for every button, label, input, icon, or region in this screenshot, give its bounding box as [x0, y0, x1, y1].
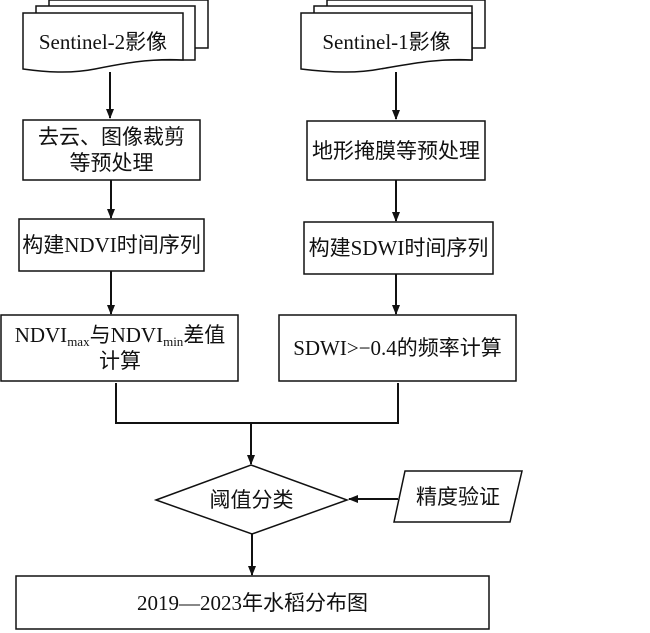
ndvi-diff-label: NDVImax与NDVImin差值计算 [10, 315, 230, 381]
sdwi-series-label: 构建SDWI时间序列 [308, 236, 489, 260]
ndvi-text: NDVI [110, 323, 164, 347]
s2-preprocess-label: 去云、图像裁剪等预处理 [38, 125, 185, 175]
ndvi-series-box [18, 218, 205, 272]
s2-doc-front [22, 12, 184, 73]
threshold-diamond [153, 464, 350, 535]
ndvi-series-label: 构建NDVI时间序列 [22, 233, 201, 257]
merge-connector [115, 383, 399, 424]
ndvi-diff-box [0, 314, 239, 382]
and-text: 与 [89, 323, 111, 347]
threshold-label: 阈值分类 [209, 488, 294, 512]
sdwi-freq-box [278, 314, 517, 382]
output-box [15, 575, 490, 630]
s1-doc-front [300, 12, 473, 73]
sdwi-freq-label: SDWI>−0.4的频率计算 [293, 336, 502, 360]
s2-input-label: Sentinel-2影像 [38, 30, 168, 54]
validation-label: 精度验证 [416, 484, 500, 509]
output-label: 2019—2023年水稻分布图 [137, 590, 368, 615]
ndvi-text: NDVI [14, 323, 68, 347]
s1-input-label: Sentinel-1影像 [322, 30, 451, 54]
sdwi-series-box [303, 221, 494, 275]
min-subscript: min [163, 334, 184, 349]
s1-preprocess-label: 地形掩膜等预处理 [312, 138, 480, 163]
diff-text: 差值计算 [99, 323, 226, 373]
validation-parallelogram [393, 470, 523, 523]
max-subscript: max [67, 334, 90, 349]
